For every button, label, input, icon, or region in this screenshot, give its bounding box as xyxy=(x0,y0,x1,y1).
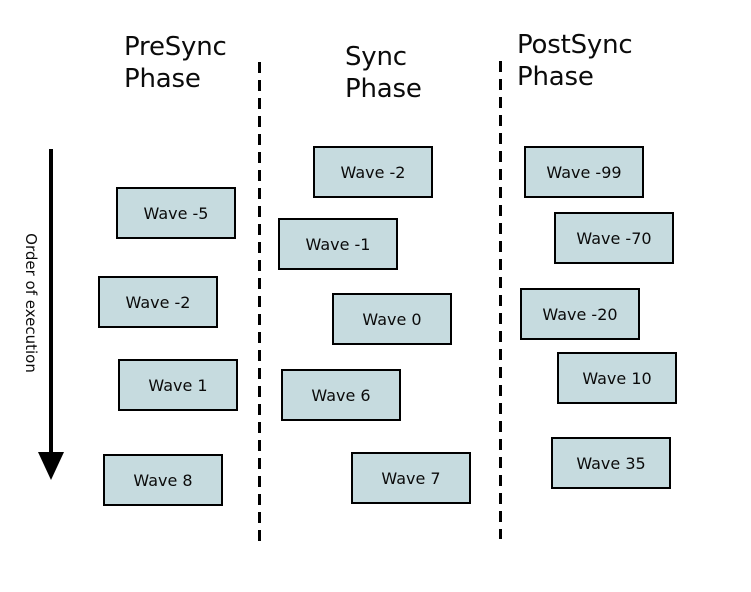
wave-box-sync-4: Wave 6 xyxy=(281,369,401,421)
postsync-phase-title: PostSync Phase xyxy=(517,30,633,92)
wave-box-postsync-5: Wave 35 xyxy=(551,437,671,489)
order-arrow-shaft xyxy=(49,149,53,455)
wave-box-sync-5: Wave 7 xyxy=(351,452,471,504)
wave-box-sync-2: Wave -1 xyxy=(278,218,398,270)
order-of-execution-label: Order of execution xyxy=(22,233,40,373)
presync-phase-title: PreSync Phase xyxy=(124,32,227,94)
sync-phase-title: Sync Phase xyxy=(345,42,422,104)
wave-box-postsync-4: Wave 10 xyxy=(557,352,677,404)
down-arrow-icon xyxy=(38,452,64,480)
phase-separator-presync-sync xyxy=(258,62,261,544)
phase-separator-sync-postsync xyxy=(499,61,502,539)
wave-box-postsync-2: Wave -70 xyxy=(554,212,674,264)
wave-box-sync-1: Wave -2 xyxy=(313,146,433,198)
wave-box-presync-3: Wave 1 xyxy=(118,359,238,411)
wave-box-presync-1: Wave -5 xyxy=(116,187,236,239)
wave-box-presync-4: Wave 8 xyxy=(103,454,223,506)
wave-box-postsync-3: Wave -20 xyxy=(520,288,640,340)
wave-box-presync-2: Wave -2 xyxy=(98,276,218,328)
wave-box-postsync-1: Wave -99 xyxy=(524,146,644,198)
wave-box-sync-3: Wave 0 xyxy=(332,293,452,345)
